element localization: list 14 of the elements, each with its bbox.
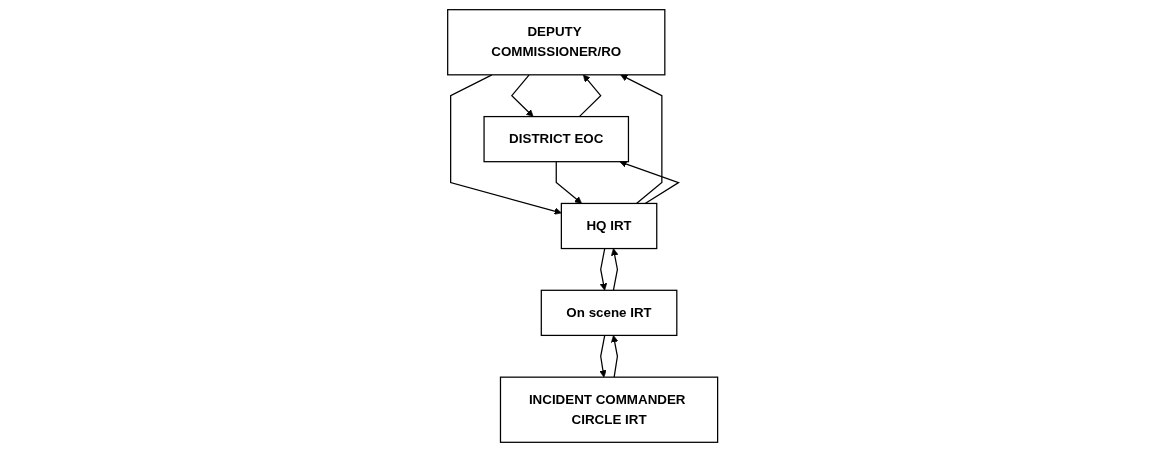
arrow <box>579 74 602 118</box>
arrow <box>600 247 608 291</box>
arrow <box>611 335 619 378</box>
arrow <box>619 160 681 205</box>
node-box: INCIDENT COMMANDER CIRCLE IRT <box>500 376 719 443</box>
node-box: DISTRICT EOC <box>483 115 630 163</box>
node-box: DEPUTY COMMISSIONER/RO <box>447 9 666 76</box>
node-box: HQ IRT <box>561 202 658 250</box>
arrow <box>620 74 663 205</box>
arrow <box>511 74 534 117</box>
arrow <box>555 161 583 204</box>
node-box: On scene IRT <box>541 289 678 337</box>
arrow <box>599 334 607 378</box>
arrow <box>611 248 619 291</box>
